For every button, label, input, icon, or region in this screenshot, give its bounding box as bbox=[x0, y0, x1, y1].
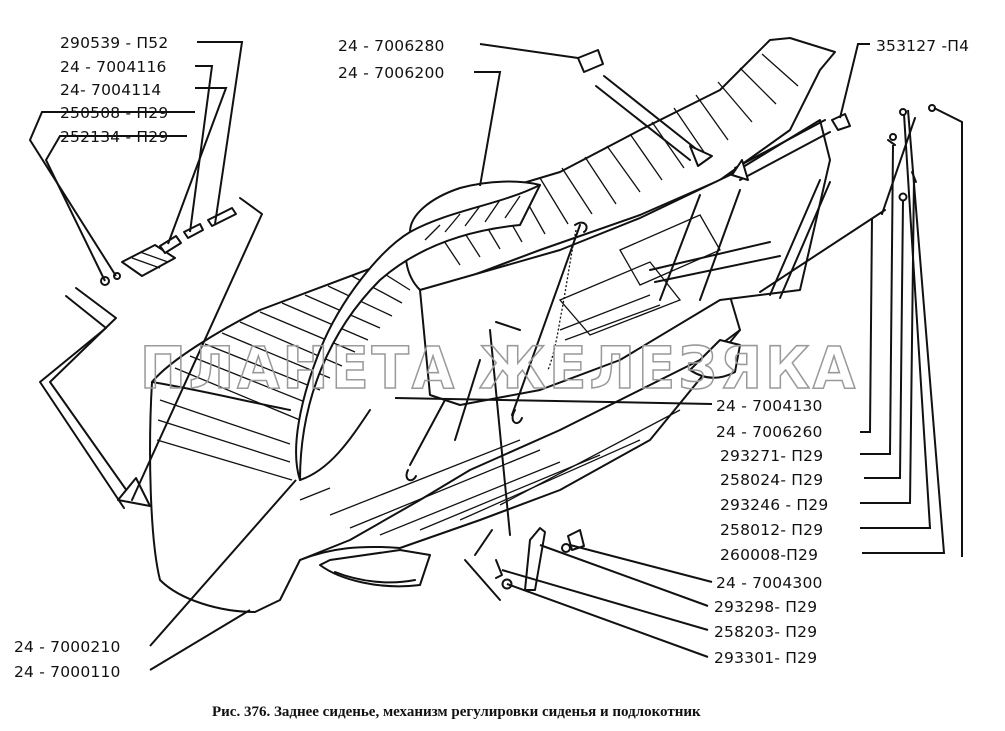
label-293246: 293246 - П29 bbox=[720, 496, 828, 514]
seat-back bbox=[404, 37, 836, 406]
label-258203: 258203- П29 bbox=[714, 623, 817, 641]
label-260008: 260008-П29 bbox=[720, 546, 818, 564]
label-293271: 293271- П29 bbox=[720, 447, 823, 465]
label-252134: 252134 - П29 bbox=[60, 128, 168, 146]
armrest bbox=[295, 180, 541, 481]
label-24-7000110: 24 - 7000110 bbox=[14, 663, 121, 681]
part-labels: 290539 - П52 24 - 7004116 24- 7004114 25… bbox=[14, 34, 969, 681]
lever-part bbox=[524, 527, 546, 591]
label-250508: 250508 - П29 bbox=[60, 104, 168, 122]
adjust-springs bbox=[405, 179, 831, 482]
label-24-7004114: 24- 7004114 bbox=[60, 81, 161, 99]
label-258012: 258012- П29 bbox=[720, 521, 823, 539]
pin-parts bbox=[159, 207, 237, 254]
leader-lines bbox=[28, 41, 963, 671]
label-24-7006260: 24 - 7006260 bbox=[716, 423, 823, 441]
label-293301: 293301- П29 bbox=[714, 649, 817, 667]
label-24-7006280: 24 - 7006280 bbox=[338, 37, 445, 55]
label-24-7004300: 24 - 7004300 bbox=[716, 574, 823, 592]
label-258024: 258024- П29 bbox=[720, 471, 823, 489]
label-24-7000210: 24 - 7000210 bbox=[14, 638, 121, 656]
label-293298: 293298- П29 bbox=[714, 598, 817, 616]
label-24-7004130: 24 - 7004130 bbox=[716, 397, 823, 415]
cushion-stitching bbox=[156, 267, 681, 536]
watermark: ПЛАНЕТА ЖЕЛЕЗЯКА bbox=[140, 334, 858, 402]
assembly-arrows bbox=[39, 75, 831, 601]
sleeve-part bbox=[577, 49, 604, 73]
adjust-rod bbox=[759, 209, 886, 293]
label-290539: 290539 - П52 bbox=[60, 34, 168, 52]
figure-caption: Рис. 376. Заднее сиденье, механизм регул… bbox=[212, 704, 701, 720]
label-353127: 353127 -П4 bbox=[876, 37, 969, 55]
label-24-7006200: 24 - 7006200 bbox=[338, 64, 445, 82]
label-24-7004116: 24 - 7004116 bbox=[60, 58, 167, 76]
hinge-bracket bbox=[100, 244, 176, 286]
